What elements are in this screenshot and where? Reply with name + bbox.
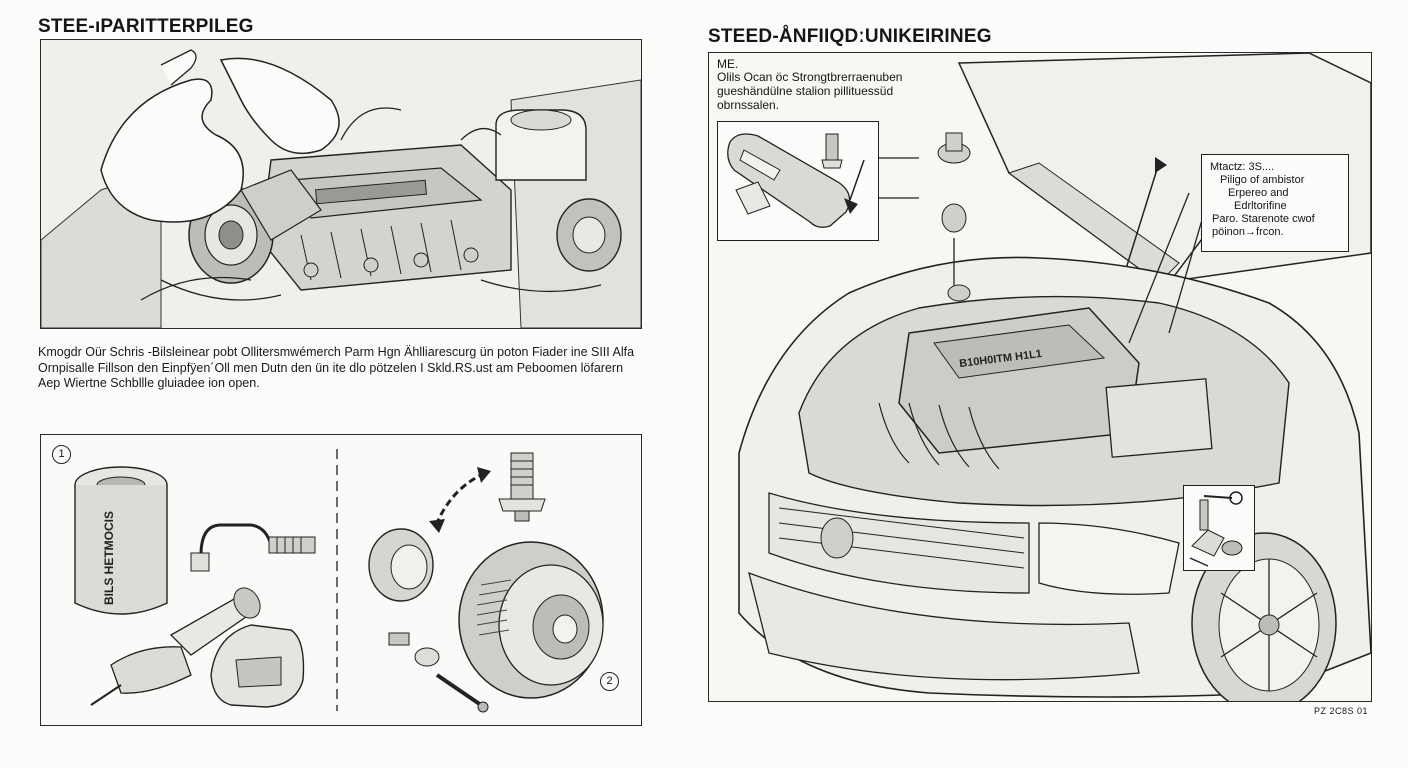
callout-line-5: Paro. Starenote cwof	[1212, 213, 1315, 225]
left-page: STEE-ıPARITTERPILEG	[0, 0, 680, 768]
step-badge-1: 1	[52, 445, 71, 464]
parts-illustration: 1 2 BILS HETMOCIS	[40, 434, 642, 726]
instruction-paragraph: Kmogdr Oür Schris -Bilsleinear pobt Olli…	[38, 345, 635, 390]
callout-line-6: pöinon→frcon.	[1212, 226, 1284, 238]
step-badge-2: 2	[600, 672, 619, 691]
parts-drawing: BILS HETMOCIS	[74, 449, 604, 713]
wheel-tool-inset	[1183, 485, 1255, 571]
car-note: Olils Ocan öc Strongtbrerraenuben gueshä…	[717, 70, 967, 112]
engine-bay-drawing	[41, 40, 641, 328]
specification-callout: Mtactz: 3S.... Piligo of ambistor Erpere…	[1201, 154, 1349, 252]
wheel-tool-drawing	[1189, 491, 1243, 567]
detail-inset	[717, 121, 879, 241]
car-drawing: B10H0ITM H1L1	[709, 53, 1371, 701]
filter-label: BILS HETMOCIS	[102, 511, 116, 605]
right-page-title: STEED-ÅNFIIQDːUNIKEIRINEG	[708, 26, 992, 47]
callout-line-2: Piligo of ambistor	[1220, 174, 1305, 186]
panel-label: ME.	[717, 57, 739, 71]
left-page-title: STEE-ıPARITTERPILEG	[38, 16, 254, 37]
detail-drawing	[727, 133, 865, 228]
callout-line-3: Erpereo and	[1228, 187, 1289, 199]
engine-bay-illustration	[40, 39, 642, 329]
note-line-2: gueshändülne stalion pillituessüd	[717, 84, 894, 98]
callout-line-4: Edrltorifine	[1234, 200, 1287, 212]
note-line-3: obrnssalen.	[717, 98, 780, 112]
callout-line-1: Mtactz: 3S....	[1210, 161, 1275, 173]
filter-label-text: BILS HETMOCIS	[102, 511, 116, 605]
reference-code: PZ 2C8S 01	[1313, 706, 1368, 716]
right-page: STEED-ÅNFIIQDːUNIKEIRINEG B10H0ITM H1L1	[690, 0, 1408, 768]
note-line-1: Olils Ocan öc Strongtbrerraenuben	[717, 70, 903, 84]
car-illustration: B10H0ITM H1L1	[708, 52, 1372, 702]
